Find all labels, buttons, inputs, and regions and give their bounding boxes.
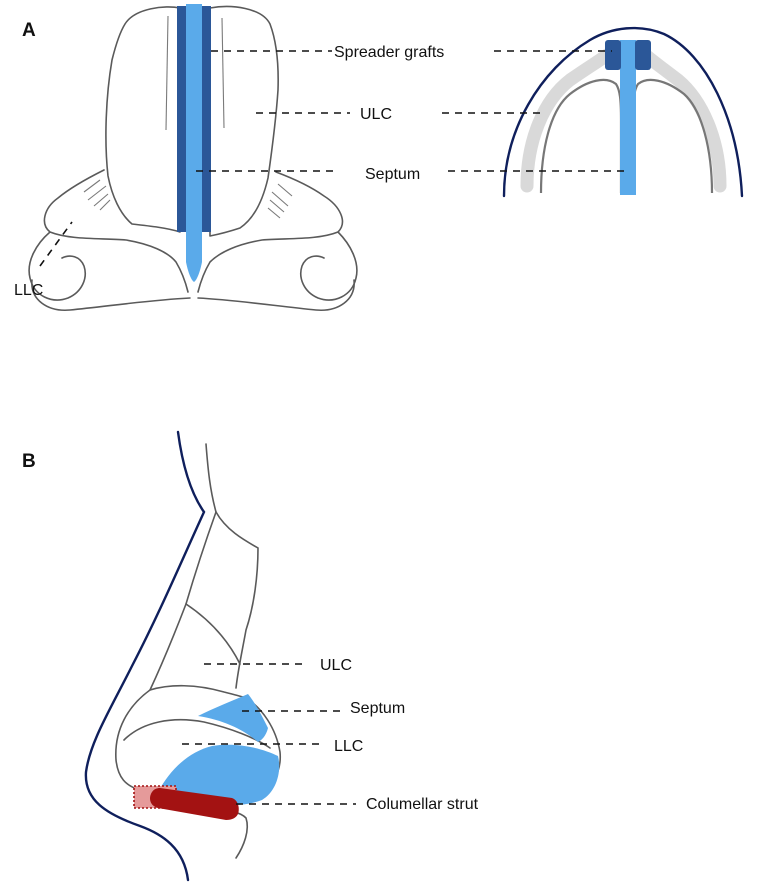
- label-a-spreader-grafts: Spreader grafts: [334, 44, 444, 61]
- cross-section-right-spreader: [635, 40, 651, 70]
- label-a-ulc: ULC: [360, 106, 392, 123]
- left-sesamoid-hatch: [83, 179, 111, 211]
- left-alar-rim: [31, 279, 191, 311]
- right-sesamoid-hatch: [267, 183, 293, 219]
- nasal-bone-dorsum: [205, 443, 259, 689]
- frontal-nose-sketch: [28, 4, 358, 311]
- alar-groove: [123, 719, 271, 749]
- septum-profile-upper: [198, 694, 268, 742]
- label-b-septum: Septum: [350, 700, 405, 717]
- panel-a: A: [14, 4, 744, 311]
- left-ulc-inner-line: [165, 15, 169, 131]
- right-ulc-inner-line: [221, 17, 225, 129]
- leader-a-llc: [39, 221, 73, 267]
- left-ulc-outline: [105, 6, 181, 233]
- ulc-outline: [149, 603, 247, 699]
- left-lateral-cartilage-band: [520, 43, 621, 193]
- label-b-llc: LLC: [334, 738, 363, 755]
- label-b-ulc: ULC: [320, 657, 352, 674]
- cross-section-septum: [620, 40, 636, 195]
- left-llc-outline: [28, 169, 189, 301]
- panel-b: B ULC Septum LLC Columellar strut: [22, 430, 479, 882]
- septum-profile-lower: [158, 744, 280, 806]
- label-a-septum: Septum: [365, 166, 420, 183]
- label-b-columellar-strut: Columellar strut: [366, 796, 479, 813]
- right-llc-outline: [197, 171, 358, 301]
- cross-section-left-spreader: [605, 40, 621, 70]
- septum-frontal: [186, 4, 202, 282]
- panel-b-letter: B: [22, 451, 36, 472]
- cross-section-schematic: [502, 26, 744, 198]
- panel-a-letter: A: [22, 20, 36, 41]
- right-spreader-graft: [201, 6, 211, 232]
- label-a-llc: LLC: [14, 282, 43, 299]
- profile-skin-outline: [84, 430, 206, 882]
- right-alar-rim: [197, 279, 355, 311]
- left-spreader-graft: [177, 6, 187, 232]
- right-lateral-cartilage-band: [633, 43, 727, 193]
- columellar-strut: [150, 788, 239, 820]
- right-ulc-outline: [209, 5, 279, 237]
